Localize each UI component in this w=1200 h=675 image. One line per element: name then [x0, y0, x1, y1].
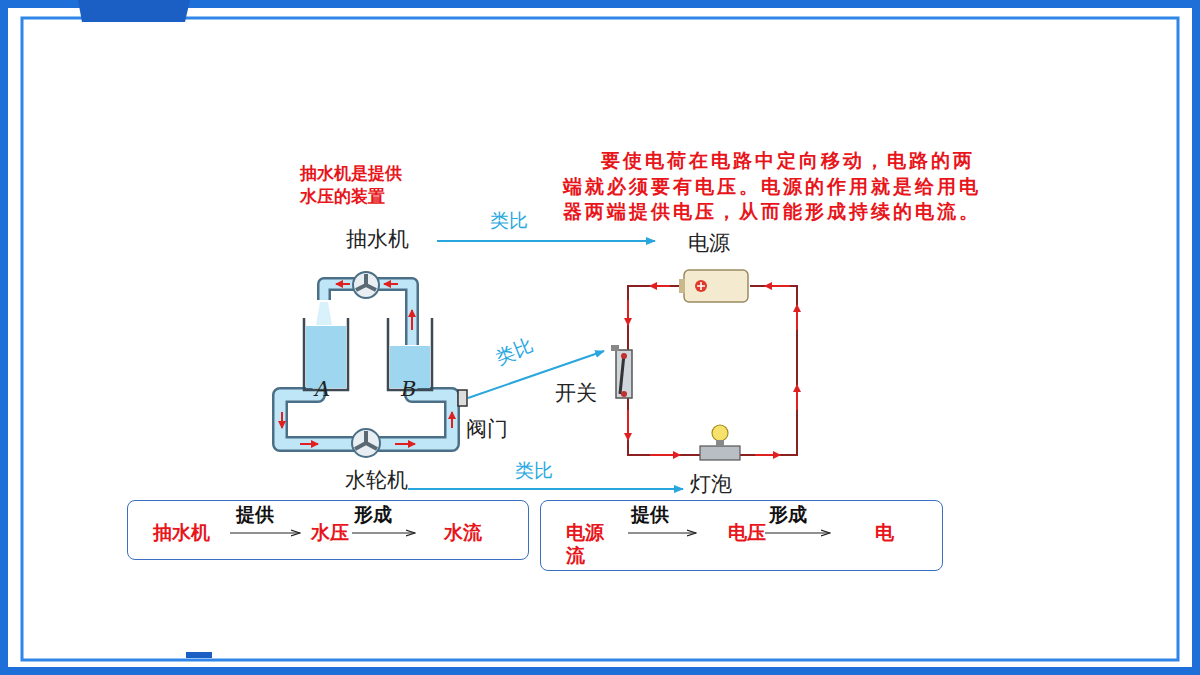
part-label: 电源 [688, 231, 730, 256]
tank-letter: B [401, 377, 416, 402]
part-label: 抽水机 [346, 227, 409, 252]
part-label: 开关 [555, 381, 597, 406]
arrow-label: 提供 [631, 503, 669, 526]
bottom-mark [186, 652, 212, 658]
analogy-label: 类比 [515, 459, 553, 482]
chain-term: 水压 [311, 521, 349, 544]
part-label: 水轮机 [345, 468, 408, 493]
chain-term: 抽水机 [153, 521, 210, 544]
arrow-label: 提供 [236, 503, 274, 526]
water-circuit [280, 272, 467, 457]
part-label: 灯泡 [690, 472, 732, 497]
arrow-label: 形成 [769, 503, 807, 526]
explanation-text: 要使电荷在电路中定向移动，电路的两端就必须要有电压。电源的作用就是给用电器两端提… [563, 148, 993, 225]
inner-frame [22, 18, 1178, 660]
electric-circuit [611, 270, 797, 460]
analogy-chain-box: 抽水机 提供水压形成水流 [127, 500, 529, 560]
analogy-arrow [408, 488, 683, 490]
top-tab [78, 0, 190, 22]
chain-term: 流 [566, 544, 585, 567]
analogy-label: 类比 [490, 209, 528, 232]
arrow-label: 形成 [354, 503, 392, 526]
tank-letter: A [315, 377, 330, 402]
note-text: 抽水机是提供水压的装置 [300, 162, 404, 208]
chain-term: 电源 [566, 521, 604, 544]
chain-term: 电压 [728, 521, 766, 544]
analogy-arrow [437, 240, 655, 242]
analogy-label: 类比 [493, 334, 537, 369]
part-label: 阀门 [466, 417, 508, 442]
chain-term: 电 [875, 521, 894, 544]
analogy-chain-box: 电源 提供电压形成电流 [540, 500, 943, 571]
chain-term: 水流 [444, 521, 482, 544]
